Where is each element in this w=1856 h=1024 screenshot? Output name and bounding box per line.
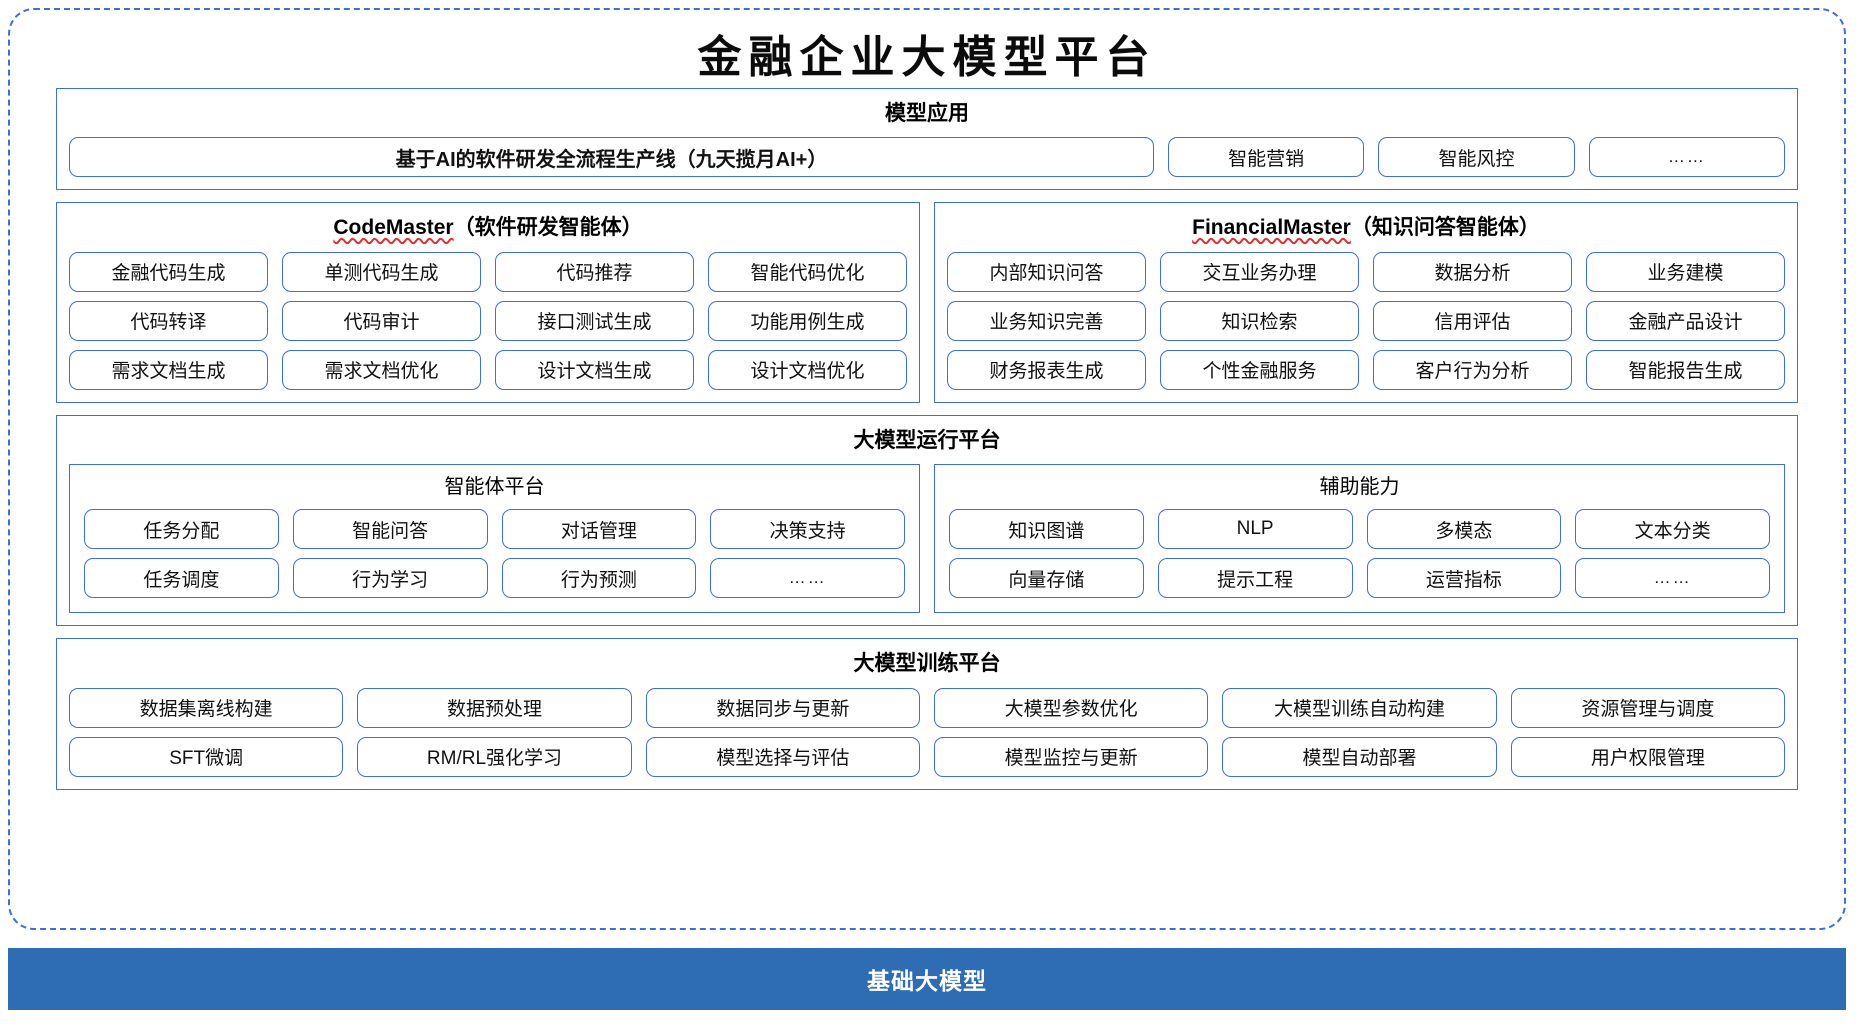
runtime-group-support-capabilities: 辅助能力 知识图谱 NLP 多模态 文本分类 向量存储 提示工程 运营指标 …… (934, 464, 1785, 614)
agent-item-chip[interactable]: 设计文档优化 (708, 349, 907, 390)
runtime-item-chip[interactable]: 运营指标 (1366, 558, 1562, 599)
foundation-model-label: 基础大模型 (867, 968, 987, 994)
runtime-item-chip[interactable]: 知识图谱 (949, 509, 1144, 550)
page-title: 金融企业大模型平台 (697, 32, 1157, 83)
training-item-chip[interactable]: RM/RL强化学习 (357, 736, 632, 777)
runtime-group-items: 任务分配 智能问答 对话管理 决策支持 任务调度 行为学习 行为预测 …… (84, 509, 905, 599)
runtime-group-items: 知识图谱 NLP 多模态 文本分类 向量存储 提示工程 运营指标 …… (949, 509, 1770, 599)
training-item-chip[interactable]: 资源管理与调度 (1510, 687, 1785, 728)
agent-item-chip[interactable]: 智能代码优化 (708, 251, 907, 292)
application-banner-chip[interactable]: 基于AI的软件研发全流程生产线（九天揽月AI+） (69, 137, 1154, 178)
training-item-chip[interactable]: 数据集离线构建 (69, 687, 344, 728)
runtime-item-chip[interactable]: 行为预测 (501, 558, 697, 599)
runtime-group-agent-platform: 智能体平台 任务分配 智能问答 对话管理 决策支持 任务调度 行为学习 行为预测… (69, 464, 920, 614)
agent-title-financialmaster: FinancialMaster（知识问答智能体） (947, 213, 1785, 243)
agent-item-chip[interactable]: 需求文档生成 (69, 349, 268, 390)
agent-item-chip[interactable]: 业务建模 (1586, 251, 1785, 292)
agent-item-chip[interactable]: 个性金融服务 (1160, 349, 1359, 390)
agent-latin-name: CodeMaster (333, 216, 454, 240)
agent-item-chip[interactable]: 功能用例生成 (708, 300, 907, 341)
runtime-item-chip[interactable]: 决策支持 (710, 509, 905, 550)
agent-item-chip[interactable]: 需求文档优化 (282, 349, 481, 390)
runtime-group-title: 辅助能力 (1319, 476, 1400, 499)
runtime-item-chip[interactable]: 文本分类 (1575, 509, 1770, 550)
application-item-chip[interactable]: 智能风控 (1378, 137, 1575, 178)
agent-title-codemaster: CodeMaster（软件研发智能体） (69, 213, 907, 243)
agent-panel-financialmaster: FinancialMaster（知识问答智能体） 内部知识问答 交互业务办理 数… (934, 202, 1798, 403)
agent-item-chip[interactable]: 内部知识问答 (947, 251, 1146, 292)
runtime-group-title: 智能体平台 (444, 476, 545, 499)
runtime-item-chip[interactable]: 任务调度 (84, 558, 279, 599)
agent-item-chip[interactable]: 金融代码生成 (69, 251, 268, 292)
agent-item-chip[interactable]: 设计文档生成 (495, 349, 694, 390)
agent-items-grid-codemaster: 金融代码生成 单测代码生成 代码推荐 智能代码优化 代码转译 代码审计 接口测试… (69, 251, 907, 390)
agent-item-chip[interactable]: 接口测试生成 (495, 300, 694, 341)
training-item-chip[interactable]: 数据预处理 (357, 687, 632, 728)
training-item-chip[interactable]: 用户权限管理 (1510, 736, 1785, 777)
training-item-chip[interactable]: SFT微调 (69, 736, 344, 777)
runtime-item-chip[interactable]: 对话管理 (501, 509, 697, 550)
agent-item-chip[interactable]: 智能报告生成 (1586, 349, 1785, 390)
agent-cn-name: （软件研发智能体） (453, 216, 643, 240)
runtime-item-more-chip[interactable]: …… (1575, 558, 1770, 599)
agent-item-chip[interactable]: 信用评估 (1373, 300, 1572, 341)
training-platform-items: 数据集离线构建 数据预处理 数据同步与更新 大模型参数优化 大模型训练自动构建 … (69, 687, 1785, 777)
agents-row: CodeMaster（软件研发智能体） 金融代码生成 单测代码生成 代码推荐 智… (56, 202, 1798, 403)
agent-item-chip[interactable]: 业务知识完善 (947, 300, 1146, 341)
training-item-chip[interactable]: 模型选择与评估 (645, 736, 920, 777)
agent-item-chip[interactable]: 客户行为分析 (1373, 349, 1572, 390)
runtime-item-more-chip[interactable]: …… (710, 558, 905, 599)
application-layer-panel: 模型应用 基于AI的软件研发全流程生产线（九天揽月AI+） 智能营销 智能风控 … (56, 88, 1798, 191)
agent-latin-name: FinancialMaster (1192, 216, 1351, 240)
agent-item-chip[interactable]: 财务报表生成 (947, 349, 1146, 390)
agent-item-chip[interactable]: 金融产品设计 (1586, 300, 1785, 341)
training-item-chip[interactable]: 大模型训练自动构建 (1222, 687, 1497, 728)
runtime-platform-groups: 智能体平台 任务分配 智能问答 对话管理 决策支持 任务调度 行为学习 行为预测… (69, 464, 1785, 614)
agent-item-chip[interactable]: 交互业务办理 (1160, 251, 1359, 292)
runtime-item-chip[interactable]: 多模态 (1366, 509, 1562, 550)
application-layer-title: 模型应用 (885, 102, 969, 125)
runtime-item-chip[interactable]: 向量存储 (949, 558, 1144, 599)
foundation-model-bar: 基础大模型 (8, 948, 1846, 1010)
application-layer-items: 基于AI的软件研发全流程生产线（九天揽月AI+） 智能营销 智能风控 …… (69, 137, 1785, 178)
agent-item-chip[interactable]: 知识检索 (1160, 300, 1359, 341)
agent-item-chip[interactable]: 数据分析 (1373, 251, 1572, 292)
platform-outer-frame: 金融企业大模型平台 模型应用 基于AI的软件研发全流程生产线（九天揽月AI+） … (8, 8, 1846, 930)
runtime-item-chip[interactable]: 智能问答 (292, 509, 488, 550)
agent-panel-codemaster: CodeMaster（软件研发智能体） 金融代码生成 单测代码生成 代码推荐 智… (56, 202, 920, 403)
agent-item-chip[interactable]: 代码审计 (282, 300, 481, 341)
application-item-more-chip[interactable]: …… (1588, 137, 1785, 178)
training-platform-title: 大模型训练平台 (853, 652, 1001, 676)
agent-items-grid-financialmaster: 内部知识问答 交互业务办理 数据分析 业务建模 业务知识完善 知识检索 信用评估… (947, 251, 1785, 390)
runtime-item-chip[interactable]: 任务分配 (84, 509, 279, 550)
runtime-item-chip[interactable]: 提示工程 (1157, 558, 1353, 599)
training-platform-panel: 大模型训练平台 数据集离线构建 数据预处理 数据同步与更新 大模型参数优化 大模… (56, 638, 1798, 790)
training-item-chip[interactable]: 数据同步与更新 (645, 687, 920, 728)
agent-item-chip[interactable]: 代码转译 (69, 300, 268, 341)
runtime-item-chip[interactable]: 行为学习 (292, 558, 488, 599)
runtime-platform-panel: 大模型运行平台 智能体平台 任务分配 智能问答 对话管理 决策支持 任务调度 行… (56, 414, 1798, 627)
training-item-chip[interactable]: 模型自动部署 (1222, 736, 1497, 777)
agent-cn-name: （知识问答智能体） (1350, 216, 1540, 240)
runtime-item-chip[interactable]: NLP (1157, 509, 1353, 550)
training-item-chip[interactable]: 大模型参数优化 (934, 687, 1209, 728)
application-item-chip[interactable]: 智能营销 (1168, 137, 1365, 178)
runtime-platform-title: 大模型运行平台 (853, 428, 1001, 452)
agent-item-chip[interactable]: 单测代码生成 (282, 251, 481, 292)
agent-item-chip[interactable]: 代码推荐 (495, 251, 694, 292)
training-item-chip[interactable]: 模型监控与更新 (934, 736, 1209, 777)
